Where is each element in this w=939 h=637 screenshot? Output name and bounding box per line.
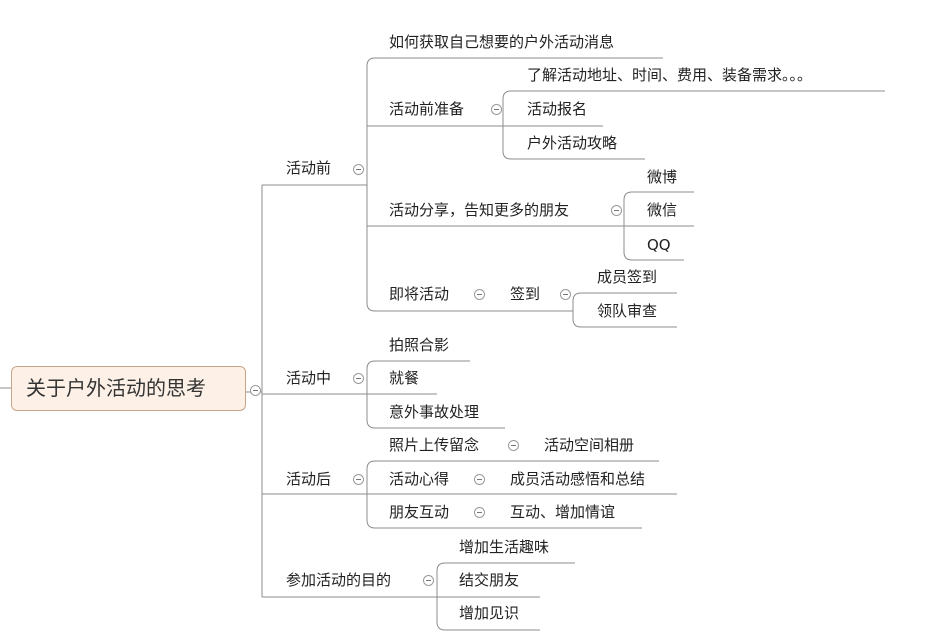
topic-photos-child[interactable]: 活动空间相册 [544, 436, 635, 454]
topic-purpose-item[interactable]: 增加见识 [459, 604, 520, 622]
prepare-collapse-icon[interactable] [491, 104, 502, 115]
topic-insight-child[interactable]: 成员活动感悟和总结 [510, 470, 646, 488]
topic-prepare-item[interactable]: 活动报名 [527, 100, 588, 118]
topic-share[interactable]: 活动分享，告知更多的朋友 [389, 201, 570, 219]
topic-during-item[interactable]: 拍照合影 [389, 336, 450, 354]
purpose-collapse-icon[interactable] [423, 575, 434, 586]
insight-collapse-icon[interactable] [474, 474, 485, 485]
topic-prepare[interactable]: 活动前准备 [389, 100, 465, 118]
topic-upcoming[interactable]: 即将活动 [389, 285, 450, 303]
topic-purpose-item[interactable]: 结交朋友 [459, 571, 520, 589]
topic-friends[interactable]: 朋友互动 [389, 503, 450, 521]
topic-during-item[interactable]: 就餐 [389, 369, 420, 387]
topic-before[interactable]: 活动前 [286, 159, 332, 177]
topic-checkin-item[interactable]: 成员签到 [597, 268, 658, 286]
friends-collapse-icon[interactable] [474, 507, 485, 518]
topic-purpose[interactable]: 参加活动的目的 [286, 571, 392, 589]
during-collapse-icon[interactable] [353, 373, 364, 384]
root-collapse-icon[interactable] [250, 385, 261, 396]
topic-during-item[interactable]: 意外事故处理 [389, 403, 480, 421]
topic-after[interactable]: 活动后 [286, 470, 332, 488]
before-collapse-icon[interactable] [353, 164, 364, 175]
topic-during[interactable]: 活动中 [286, 369, 332, 387]
after-collapse-icon[interactable] [353, 474, 364, 485]
topic-insight[interactable]: 活动心得 [389, 470, 450, 488]
share-collapse-icon[interactable] [611, 205, 622, 216]
topic-checkin[interactable]: 签到 [510, 285, 541, 303]
topic-purpose-item[interactable]: 增加生活趣味 [459, 538, 550, 556]
topic-photos[interactable]: 照片上传留念 [389, 436, 480, 454]
topic-share-item[interactable]: QQ [647, 236, 671, 254]
topic-info-source[interactable]: 如何获取自己想要的户外活动消息 [389, 33, 615, 51]
photos-collapse-icon[interactable] [508, 440, 519, 451]
topic-share-item[interactable]: 微博 [647, 168, 678, 186]
upcoming-collapse-icon[interactable] [474, 289, 485, 300]
topic-checkin-item[interactable]: 领队审查 [597, 302, 658, 320]
topic-prepare-item[interactable]: 了解活动地址、时间、费用、装备需求。。。 [527, 66, 813, 84]
topic-friends-child[interactable]: 互动、增加情谊 [510, 503, 616, 521]
checkin-collapse-icon[interactable] [560, 289, 571, 300]
topic-share-item[interactable]: 微信 [647, 201, 678, 219]
topic-prepare-item[interactable]: 户外活动攻略 [527, 134, 618, 152]
root-topic[interactable]: 关于户外活动的思考 [11, 366, 246, 411]
